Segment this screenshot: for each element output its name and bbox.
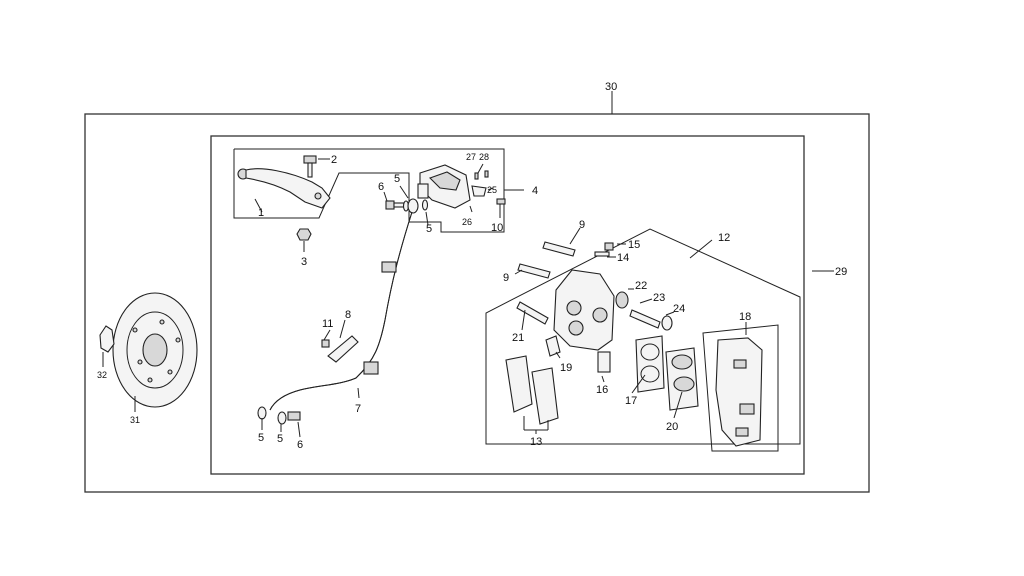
- callout-25: 25: [487, 185, 497, 195]
- callout-9-lower: 9: [503, 272, 509, 284]
- bleed-screw: [594, 242, 614, 257]
- callout-32: 32: [97, 370, 107, 380]
- callout-1: 1: [258, 207, 264, 219]
- pistons: [665, 347, 699, 411]
- callout-30: 30: [605, 81, 617, 93]
- callout-18: 18: [739, 311, 751, 323]
- callout-22: 22: [635, 280, 647, 292]
- callout-23: 23: [653, 292, 665, 304]
- lever-nut: [296, 228, 312, 241]
- slide-pin-set: [615, 291, 673, 331]
- disc-bolt-plate: [99, 325, 115, 353]
- callout-13: 13: [530, 436, 542, 448]
- callout-16: 16: [596, 384, 608, 396]
- callout-4: 4: [532, 185, 538, 197]
- piston-seals: [635, 335, 665, 393]
- brake-pads: [505, 355, 559, 425]
- brake-hose: [269, 211, 413, 411]
- brake-disc: [112, 292, 198, 408]
- callout-10: 10: [491, 222, 503, 234]
- callout-21: 21: [512, 332, 524, 344]
- callout-11: 11: [322, 318, 333, 330]
- callout-8: 8: [345, 309, 351, 321]
- caliper-pin-16: [597, 351, 611, 373]
- callout-15: 15: [628, 239, 640, 251]
- callout-3: 3: [301, 256, 307, 268]
- callout-14: 14: [617, 252, 629, 264]
- leader-lines: [102, 91, 834, 438]
- hose-clamp: [321, 335, 359, 363]
- callout-19: 19: [560, 362, 572, 374]
- master-cylinder-body: [417, 164, 471, 209]
- reservoir-screws: [471, 170, 506, 205]
- callout-labels: 30 29 1 2 3 4 6 5 5 27 28 25 26 10 8 11 …: [97, 81, 847, 451]
- callout-27: 27: [466, 152, 476, 162]
- callout-17: 17: [625, 395, 637, 407]
- caliper-bracket: [715, 337, 763, 447]
- lower-banjo-bolt: [257, 406, 301, 425]
- callout-28: 28: [479, 152, 489, 162]
- callout-26: 26: [462, 217, 472, 227]
- lever-pivot-bolt: [303, 155, 317, 178]
- upper-banjo-bolt: [385, 198, 429, 214]
- callout-29: 29: [835, 266, 847, 278]
- callout-12: 12: [718, 232, 730, 244]
- callout-5-upper-left: 5: [394, 173, 400, 185]
- brake-lever: [237, 168, 331, 209]
- callout-9-upper: 9: [579, 219, 585, 231]
- callout-5-lower-left: 5: [258, 432, 264, 444]
- outer-frame: [84, 113, 870, 493]
- caliper-pin: [516, 301, 549, 325]
- callout-6-lower: 6: [297, 439, 303, 451]
- callout-31: 31: [130, 415, 140, 425]
- callout-6-upper: 6: [378, 181, 384, 193]
- callout-2: 2: [331, 154, 337, 166]
- callout-5-upper-right: 5: [426, 223, 432, 235]
- caliper-bolts: [517, 241, 576, 279]
- caliper-group-outline: [485, 228, 801, 445]
- callout-20: 20: [666, 421, 678, 433]
- callout-7: 7: [355, 403, 361, 415]
- pad-spring: [545, 335, 561, 357]
- bracket-group-outline: [702, 324, 779, 452]
- inner-frame: [210, 135, 805, 475]
- callout-24: 24: [673, 303, 685, 315]
- caliper-body: [553, 269, 615, 351]
- callout-5-lower-right: 5: [277, 433, 283, 445]
